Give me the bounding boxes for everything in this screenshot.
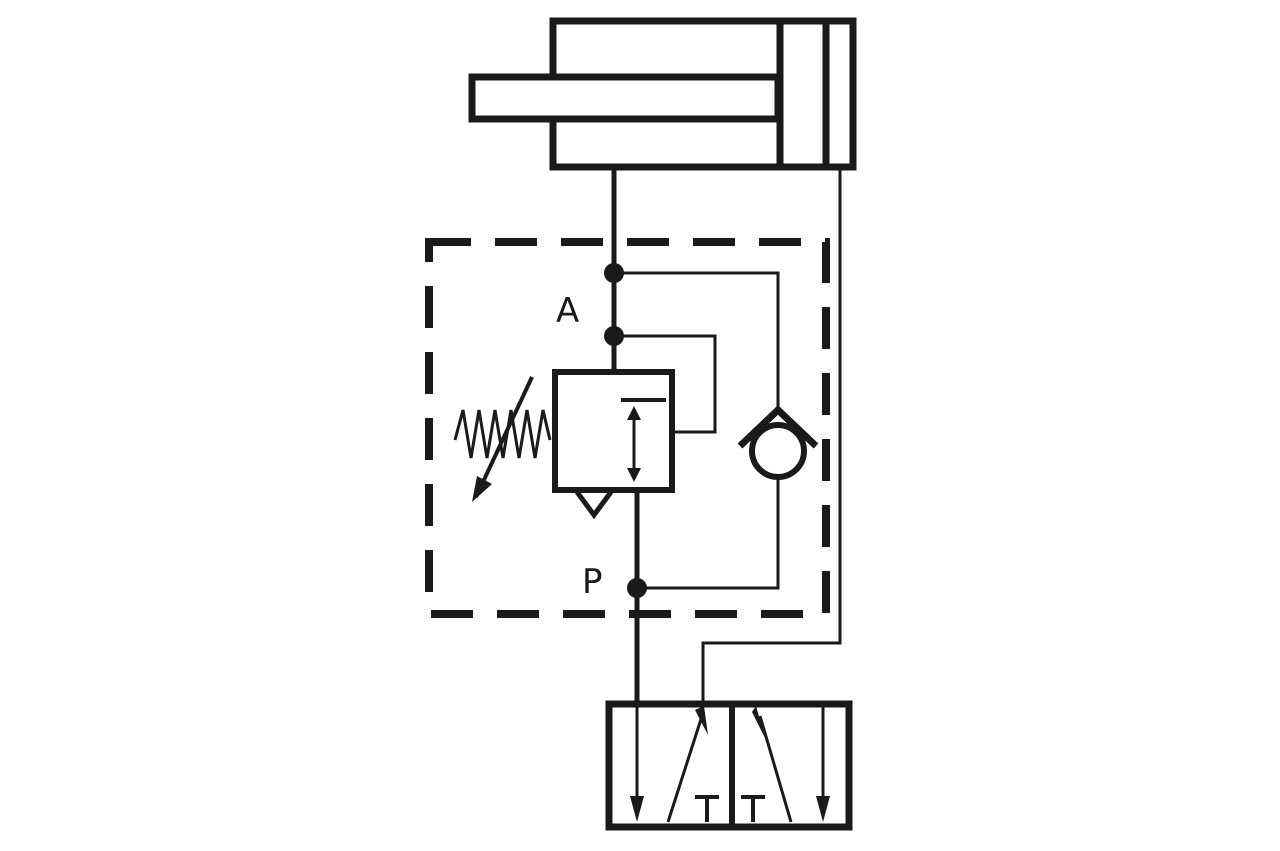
check-bypass-lower [637, 476, 780, 590]
adjustable-spring [453, 376, 552, 502]
check-seat-icon [737, 405, 819, 449]
junction-dot [604, 326, 624, 346]
drain-symbol [574, 490, 614, 520]
piston-rod [468, 73, 782, 123]
junction-dot [627, 578, 647, 598]
valve-body [552, 369, 675, 493]
pilot-line [614, 334, 717, 434]
valve-assembly-enclosure [425, 238, 830, 618]
check-valve [737, 405, 819, 480]
directional-valve [605, 700, 853, 831]
check-ball-icon [749, 422, 807, 480]
port-label-p: P [582, 562, 603, 602]
return-line [701, 167, 842, 705]
adjust-arrow-icon [474, 376, 534, 498]
flow-arrow [758, 715, 793, 823]
check-bypass-upper [614, 271, 780, 412]
tank-symbol-icon [741, 795, 765, 822]
thin-lines [614, 167, 842, 705]
flow-arrow [666, 715, 704, 823]
junctions [604, 263, 647, 598]
hydraulic-cylinder [468, 17, 857, 171]
junction-dot [604, 263, 624, 283]
tank-symbol-icon [695, 795, 719, 822]
pressure-valve [552, 369, 675, 520]
port-label-a: A [556, 291, 579, 331]
spring-icon [453, 409, 552, 459]
